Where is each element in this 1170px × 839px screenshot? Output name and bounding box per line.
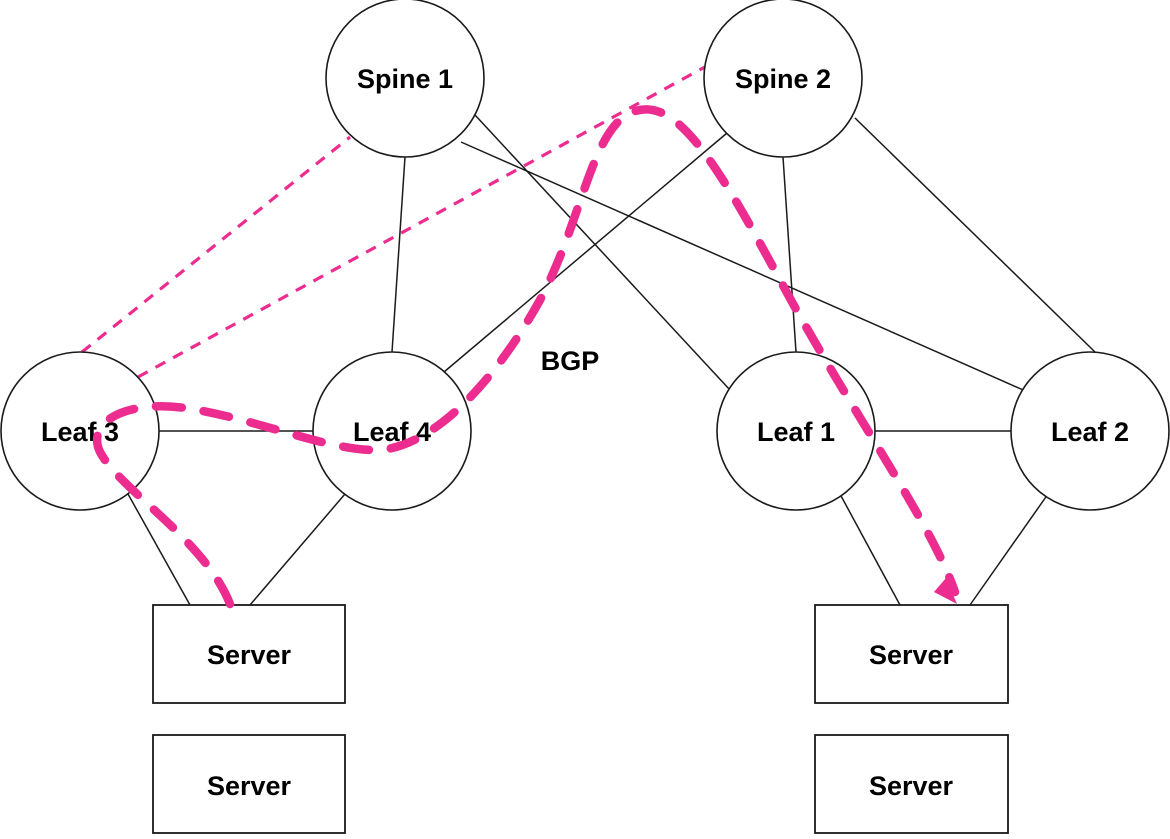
link-spine1-to-leaf1 [474, 114, 731, 391]
bgp-peer-leaf3-spine2 [137, 60, 715, 379]
link-leaf1-to-server-right [839, 493, 901, 606]
bgp-annotation-label: BGP [541, 346, 600, 376]
server-left-top-label: Server [207, 640, 292, 670]
link-leaf4-to-server-left [249, 493, 346, 606]
spine1-circle[interactable] [325, 0, 485, 158]
traffic-flow-arrowhead [934, 578, 957, 604]
server-right-bottom-label: Server [869, 771, 954, 801]
leaf3-circle[interactable] [0, 351, 160, 511]
traffic-flow-layer [93, 105, 960, 609]
server-left-top-box[interactable] [152, 604, 346, 704]
node-spine2[interactable]: Spine 2 [703, 0, 863, 158]
server-right-top-label: Server [869, 640, 954, 670]
link-spine1-to-leaf2 [460, 141, 1031, 394]
leaf2-label: Leaf 2 [1051, 417, 1129, 447]
server-right-top-box[interactable] [814, 604, 1009, 704]
spine2-label: Spine 2 [735, 64, 831, 94]
link-spine2-to-leaf2 [854, 117, 1096, 353]
node-server-right-bottom[interactable]: Server [814, 734, 1009, 834]
physical-links-layer [127, 114, 1096, 606]
node-leaf2[interactable]: Leaf 2 [1010, 351, 1170, 511]
link-spine2-to-leaf4 [443, 132, 728, 373]
leaf2-circle[interactable] [1010, 351, 1170, 511]
bgp-peering-layer [80, 60, 715, 379]
leaf3-label: Leaf 3 [41, 417, 119, 447]
leaf4-circle[interactable] [312, 351, 472, 511]
link-leaf2-to-server-right [969, 493, 1049, 606]
link-spine2-to-leaf1 [782, 156, 797, 353]
node-server-left-top[interactable]: Server [152, 604, 346, 704]
node-leaf4[interactable]: Leaf 4 [312, 351, 472, 511]
node-server-right-top[interactable]: Server [814, 604, 1009, 704]
spine1-label: Spine 1 [357, 64, 453, 94]
bgp-peer-leaf3-spine1 [80, 135, 352, 354]
leaf1-label: Leaf 1 [757, 417, 835, 447]
node-leaf3[interactable]: Leaf 3 [0, 351, 160, 511]
link-spine1-to-leaf4 [391, 156, 406, 353]
node-leaf1[interactable]: Leaf 1 [716, 351, 876, 511]
server-to-server-flow-path [93, 105, 960, 609]
server-left-bottom-box[interactable] [152, 734, 346, 834]
link-leaf3-to-server-left [127, 493, 191, 606]
server-right-bottom-box[interactable] [814, 734, 1009, 834]
leaf1-circle[interactable] [716, 351, 876, 511]
spine2-circle[interactable] [703, 0, 863, 158]
node-server-left-bottom[interactable]: Server [152, 734, 346, 834]
node-spine1[interactable]: Spine 1 [325, 0, 485, 158]
leaf4-label: Leaf 4 [353, 417, 431, 447]
server-left-bottom-label: Server [207, 771, 292, 801]
